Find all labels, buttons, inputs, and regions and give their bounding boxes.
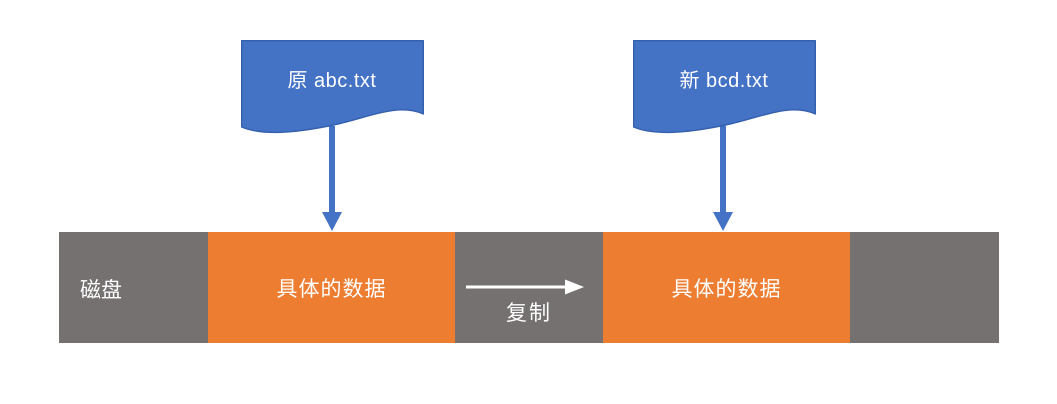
down-arrow-icon [713,126,733,231]
down-arrow-icon [322,126,342,231]
data-block-source-label: 具体的数据 [276,277,387,301]
copy-label: 复制 [506,302,552,325]
data-block-dest-label: 具体的数据 [671,277,782,301]
data-block-dest: 具体的数据 [603,232,850,343]
data-block-source: 具体的数据 [208,232,455,343]
source-file-label: 原 abc.txt [287,69,377,92]
source-document-shape-icon [241,40,424,134]
dest-document-shape-icon [633,40,816,134]
dest-file-label: 新 bcd.txt [679,69,769,92]
copy-arrow-icon [466,279,584,295]
disk-label: 磁盘 [80,279,122,302]
